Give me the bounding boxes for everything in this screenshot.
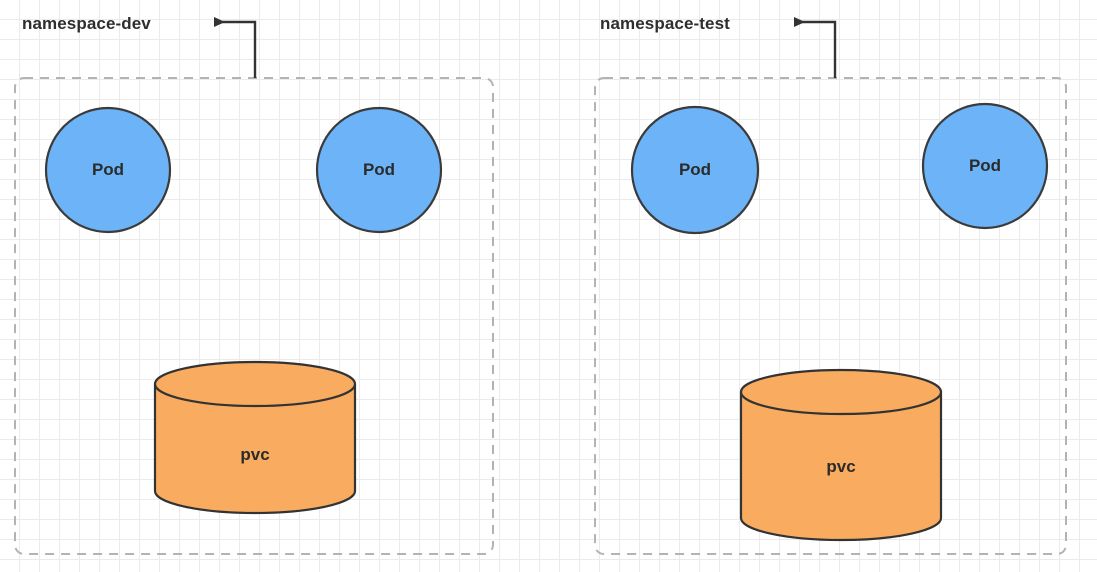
pod-node[interactable] [315,106,443,234]
namespace-test-boundary [594,77,1067,555]
namespace-dev-label: namespace-dev [22,14,151,33]
pvc-node[interactable] [739,368,943,542]
pod-node[interactable] [921,102,1049,230]
namespace-dev-callout-connector [214,17,257,78]
pod-node[interactable] [630,105,760,235]
namespace-test-label: namespace-test [600,14,730,33]
pod-node[interactable] [44,106,172,234]
pvc-node[interactable] [153,360,357,515]
namespace-test-callout-connector [794,17,837,78]
